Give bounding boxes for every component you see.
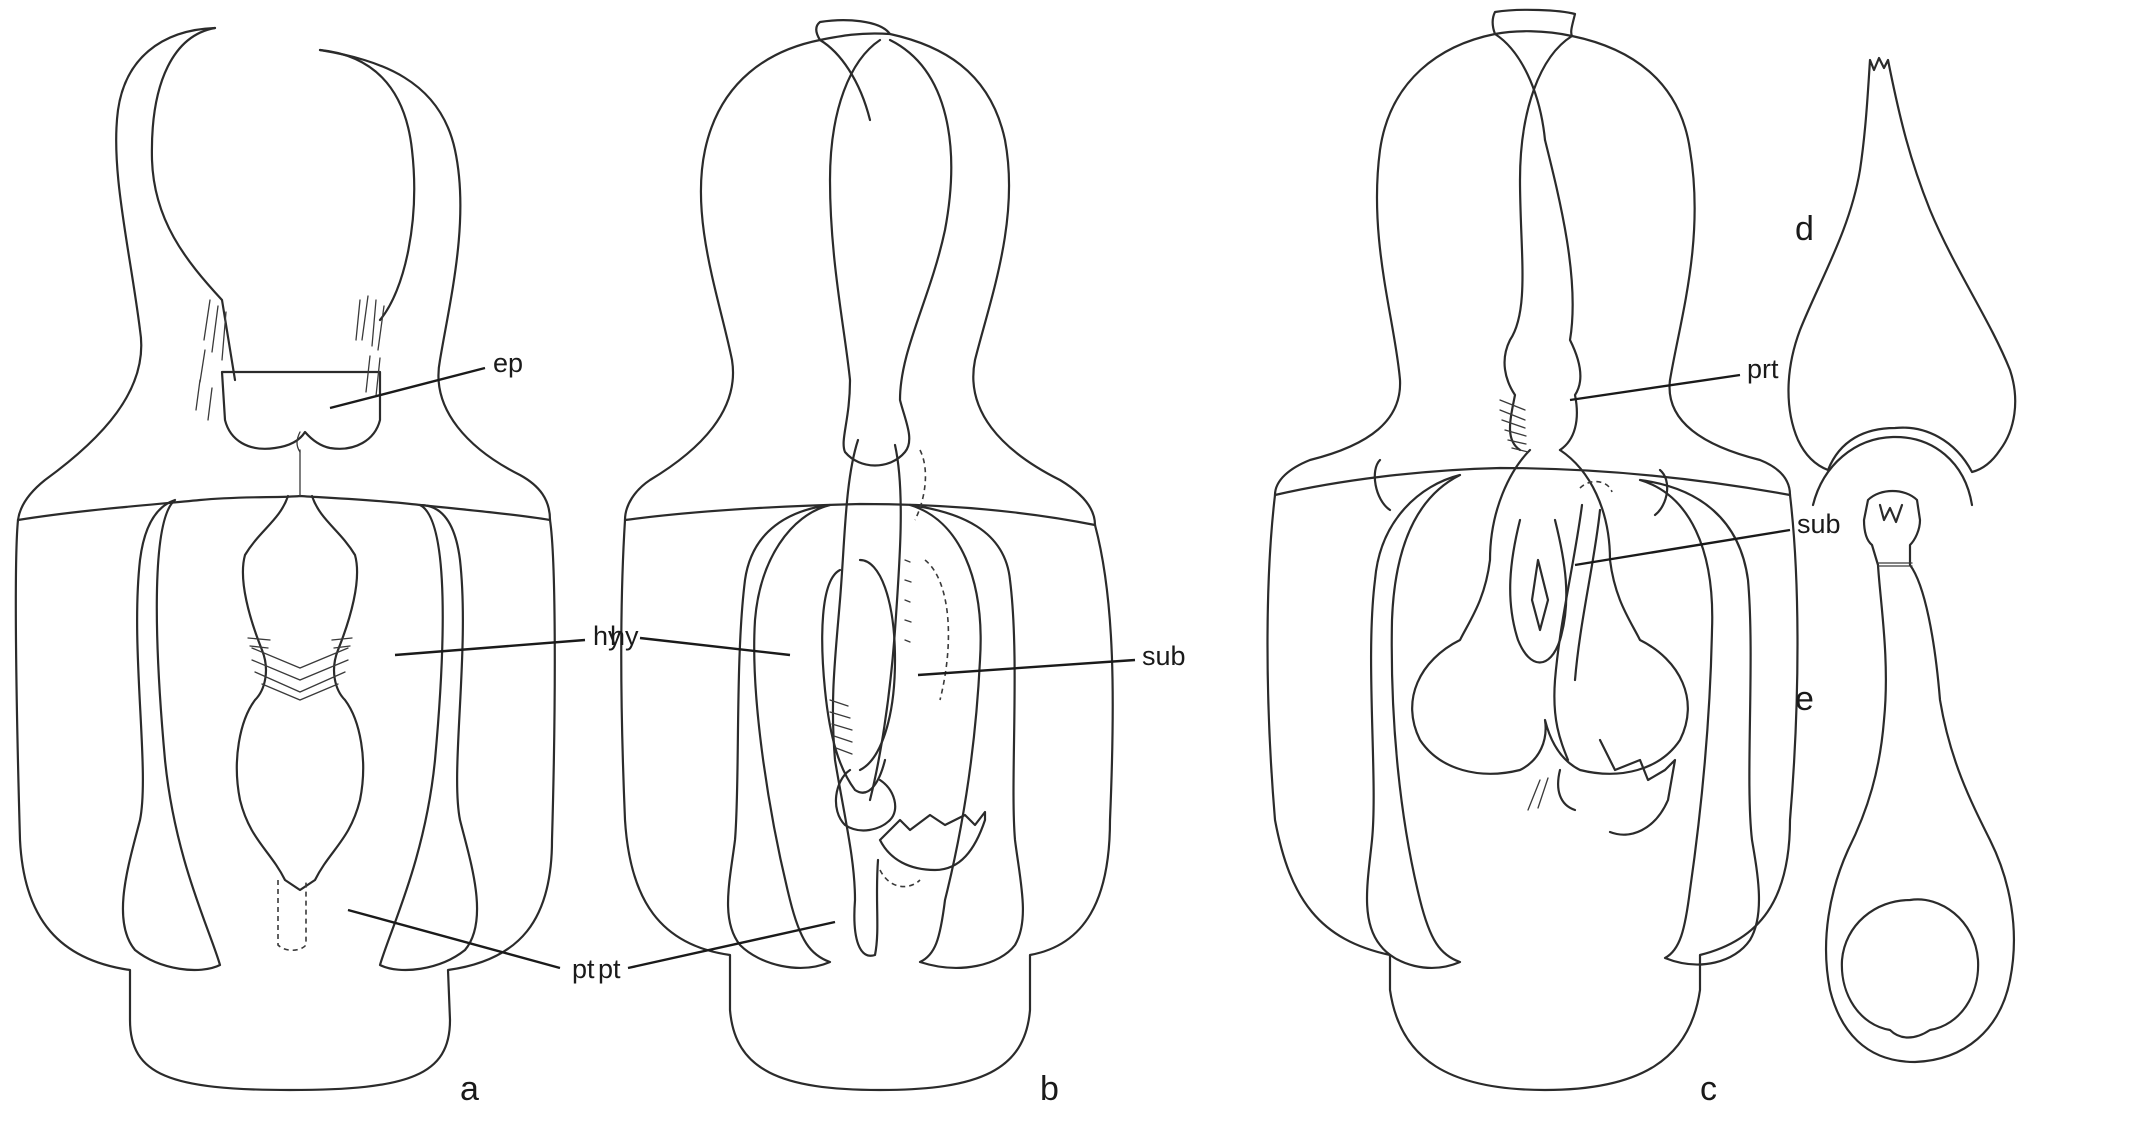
panel-label-d: d (1795, 210, 1814, 248)
drawing-b (620, 19, 1114, 1092)
leader-pt-a (347, 908, 561, 970)
label-sub-b: sub (1142, 641, 1186, 671)
label-pt-b: pt (598, 954, 621, 984)
drawing-d (1787, 56, 2017, 507)
label-hy-a: hy (593, 621, 622, 651)
leader-ep (329, 366, 486, 410)
panel-label-b: b (1040, 1070, 1059, 1108)
panel-label-e: e (1795, 680, 1814, 718)
label-ep: ep (493, 348, 523, 378)
panel-label-c: c (1700, 1070, 1717, 1108)
leader-sub-c (1574, 528, 1791, 567)
label-prt: prt (1747, 354, 1779, 384)
label-pt-a: pt (572, 954, 595, 984)
leader-pt-b (627, 920, 836, 970)
label-sub-c: sub (1797, 509, 1841, 539)
leader-hy-b (639, 636, 791, 657)
drawing-c (1266, 8, 1799, 1092)
drawing-a (14, 26, 556, 1092)
panel-label-a: a (460, 1070, 479, 1108)
leader-prt (1569, 373, 1741, 402)
leader-sub-b (917, 658, 1136, 677)
drawing-e (1825, 489, 2015, 1064)
leader-hy-a (394, 638, 586, 657)
label-hy-b: hy (610, 621, 639, 651)
